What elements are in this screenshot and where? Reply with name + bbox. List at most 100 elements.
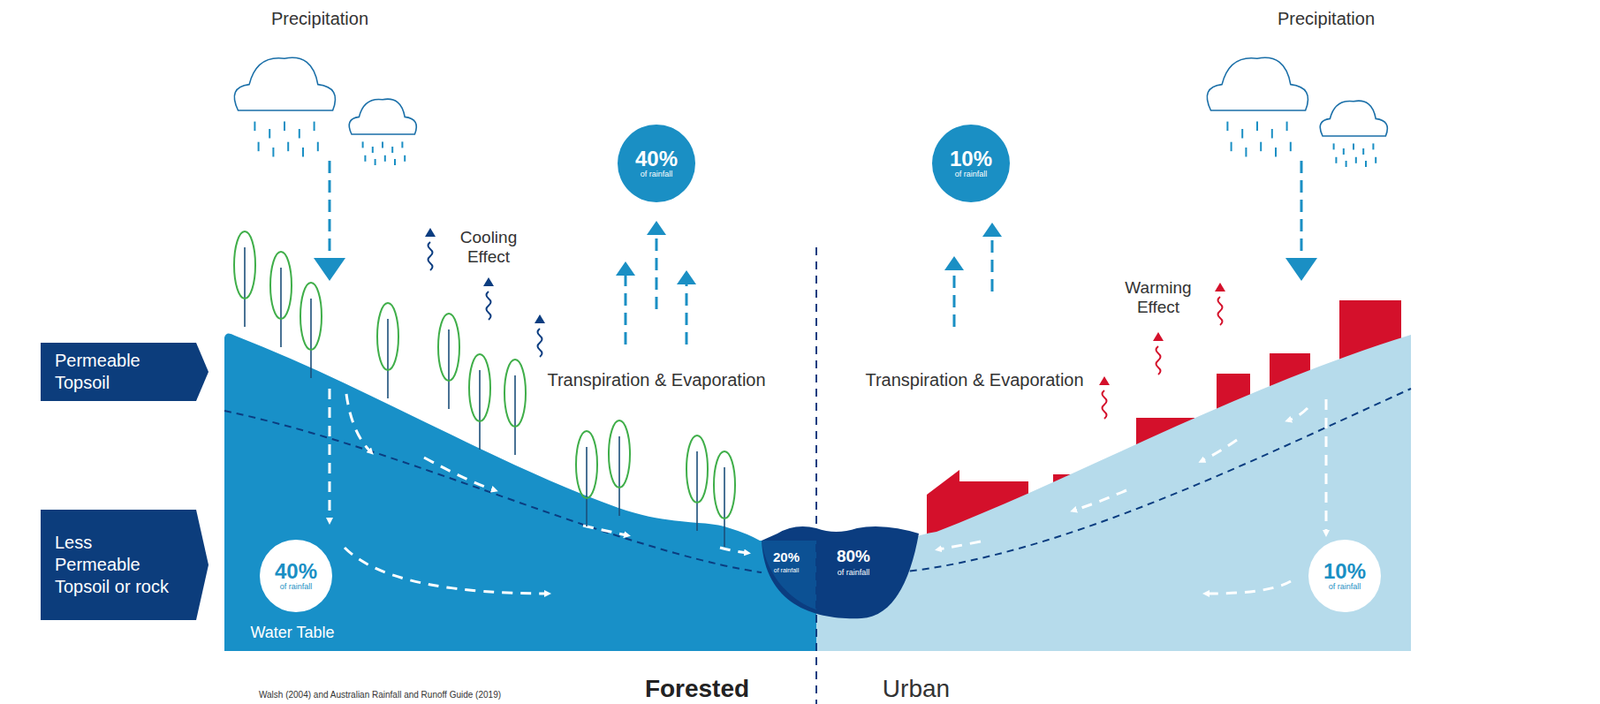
arrow-head bbox=[424, 227, 436, 237]
up-arrow bbox=[624, 275, 628, 345]
cloud bbox=[1319, 100, 1388, 137]
stream bbox=[761, 526, 919, 619]
arrow-head bbox=[1152, 332, 1164, 342]
tree-crown bbox=[270, 251, 292, 319]
rain bbox=[1256, 121, 1259, 132]
urban-ground bbox=[816, 334, 1411, 652]
groundwater-flow bbox=[1205, 581, 1291, 594]
percentage-label: 80% bbox=[836, 546, 871, 567]
percentage: 40% bbox=[274, 560, 318, 583]
zone-label: Forested bbox=[644, 674, 750, 704]
precipitation-arrow bbox=[328, 160, 332, 260]
tree bbox=[438, 313, 460, 410]
surface-flow bbox=[346, 394, 372, 453]
rain bbox=[283, 121, 286, 132]
tree-trunk bbox=[386, 318, 389, 399]
precipitation-label: Precipitation bbox=[1277, 8, 1375, 30]
arrow-head bbox=[944, 256, 964, 271]
rain bbox=[313, 121, 316, 132]
rain bbox=[1342, 148, 1345, 155]
surface-flow bbox=[424, 457, 495, 491]
infiltration-arrow bbox=[328, 388, 332, 522]
rain bbox=[1244, 147, 1247, 158]
layer-name: Permeable Topsoil bbox=[54, 349, 179, 395]
tree bbox=[469, 354, 491, 450]
cloud bbox=[234, 57, 335, 111]
effect-label: Warming Effect bbox=[1109, 278, 1207, 318]
surface-flow bbox=[1073, 490, 1127, 511]
percentage-note: of rainfall bbox=[773, 567, 799, 575]
percentage: 10% bbox=[949, 147, 993, 170]
rain bbox=[1226, 121, 1229, 132]
rain bbox=[1241, 128, 1244, 139]
percentage-note: of rainfall bbox=[280, 583, 313, 592]
cloud bbox=[348, 98, 417, 135]
rain bbox=[363, 155, 366, 162]
tree-crown bbox=[377, 303, 399, 371]
process-label: Transpiration & Evaporation bbox=[541, 370, 772, 391]
rain bbox=[1274, 147, 1277, 158]
surface-flow bbox=[1201, 439, 1237, 462]
rain bbox=[298, 128, 301, 139]
percentage-note: of rainfall bbox=[1328, 583, 1362, 592]
arrow-head bbox=[676, 270, 697, 285]
rain bbox=[362, 141, 364, 148]
up-arrow bbox=[953, 270, 956, 327]
rain bbox=[1364, 160, 1367, 167]
tree-crown bbox=[469, 354, 491, 422]
up-arrow bbox=[991, 236, 994, 292]
cloud bbox=[1206, 57, 1308, 111]
arrow-head bbox=[982, 222, 1002, 237]
tree-crown bbox=[504, 359, 526, 427]
layer-label: Water Table bbox=[250, 623, 334, 643]
arrow-head bbox=[313, 257, 346, 281]
surface-flow bbox=[1288, 408, 1308, 421]
arrow-head bbox=[1214, 282, 1226, 292]
rain bbox=[1362, 148, 1365, 155]
tree bbox=[504, 359, 526, 455]
vapour-arrows bbox=[313, 160, 1318, 419]
percentage-note: of rainfall bbox=[955, 170, 988, 180]
zone-label: Urban bbox=[882, 674, 950, 704]
tree-trunk bbox=[723, 467, 726, 547]
squiggle bbox=[486, 291, 492, 320]
tree-trunk bbox=[478, 370, 481, 450]
rain bbox=[394, 159, 396, 166]
arrow-head bbox=[1099, 376, 1110, 386]
percentage-label: 20% bbox=[773, 549, 800, 565]
tree bbox=[234, 231, 256, 327]
forest-ground bbox=[224, 333, 817, 652]
source-note: Walsh (2004) and Australian Rainfall and… bbox=[258, 690, 501, 701]
rain bbox=[317, 142, 319, 152]
tree-trunk bbox=[243, 247, 246, 327]
divider bbox=[815, 247, 818, 704]
tree-crown bbox=[576, 431, 598, 499]
percentage-note: of rainfall bbox=[640, 170, 674, 180]
process-label: Transpiration & Evaporation bbox=[859, 370, 1090, 391]
squiggle bbox=[538, 328, 543, 357]
tree bbox=[713, 451, 736, 547]
layer-tab: Less Permeable Topsoil or rock bbox=[40, 509, 209, 621]
tab-fill bbox=[40, 342, 209, 402]
tree bbox=[377, 303, 399, 399]
arrow-head bbox=[1285, 257, 1318, 281]
tree-crown bbox=[300, 282, 322, 350]
rain bbox=[257, 142, 260, 152]
tree-trunk bbox=[696, 451, 698, 531]
rain bbox=[1333, 143, 1335, 150]
rain bbox=[374, 159, 377, 166]
tree-trunk bbox=[447, 329, 450, 410]
rainfall-circle: 10%of rainfall bbox=[1308, 539, 1381, 613]
rain bbox=[1374, 157, 1377, 164]
tree bbox=[608, 420, 630, 516]
squiggle bbox=[1218, 296, 1223, 326]
up-arrow bbox=[655, 235, 659, 310]
tree-crown bbox=[713, 451, 736, 519]
tree bbox=[300, 282, 322, 379]
rain bbox=[1286, 121, 1289, 132]
rain bbox=[1259, 142, 1262, 152]
squiggle bbox=[1156, 346, 1161, 375]
squiggle bbox=[428, 242, 433, 271]
rain bbox=[287, 142, 289, 152]
tree-crown bbox=[686, 435, 708, 503]
